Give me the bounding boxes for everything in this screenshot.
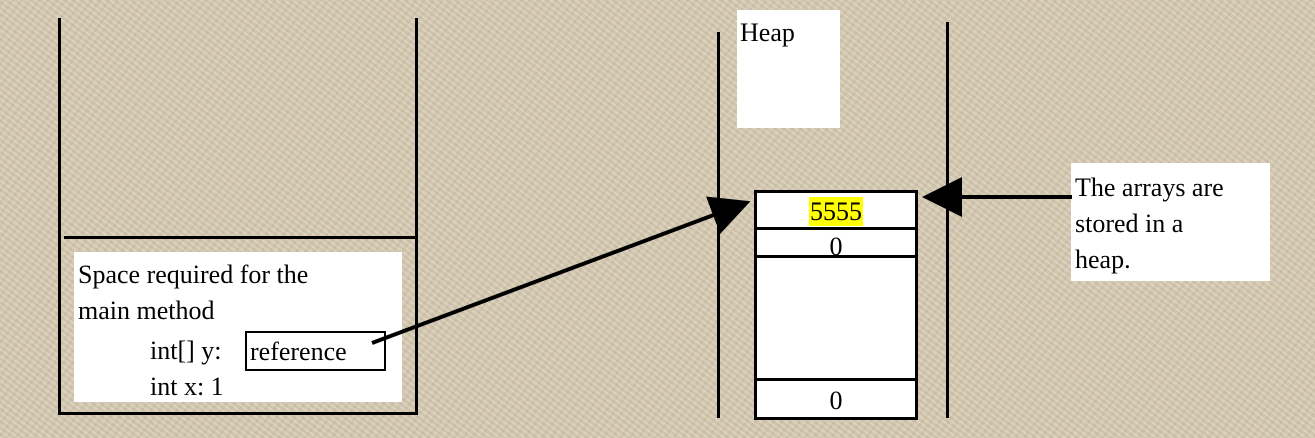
heap-title: Heap (740, 18, 795, 47)
stack-frame-label-line2: main method (78, 296, 215, 325)
array-element-0-value: 5555 (809, 197, 863, 226)
array-element-last: 0 (754, 378, 918, 420)
callout-line3: heap. (1075, 245, 1131, 274)
array-element-0: 5555 (754, 190, 918, 230)
stack-frame-panel: Space required for the main method int[]… (74, 252, 402, 402)
heap-title-panel: Heap (737, 10, 840, 128)
var-y-label: int[] y: (150, 336, 222, 365)
stack-frame-divider (64, 236, 416, 239)
callout-line1: The arrays are (1075, 173, 1224, 202)
reference-box: reference (245, 331, 386, 371)
var-x-label: int x: 1 (150, 372, 224, 401)
stack-right-wall (415, 18, 418, 415)
reference-value: reference (250, 337, 347, 366)
heap-callout: The arrays are stored in a heap. (1071, 163, 1270, 281)
array-element-1-value: 0 (829, 232, 843, 261)
stack-left-wall (58, 18, 61, 415)
stack-frame-label-line1: Space required for the (78, 260, 309, 289)
callout-line2: stored in a (1075, 209, 1184, 238)
heap-right-wall (946, 22, 949, 418)
array-element-last-value: 0 (829, 386, 843, 415)
reference-arrow (371, 196, 751, 345)
stack-bottom (58, 412, 418, 415)
